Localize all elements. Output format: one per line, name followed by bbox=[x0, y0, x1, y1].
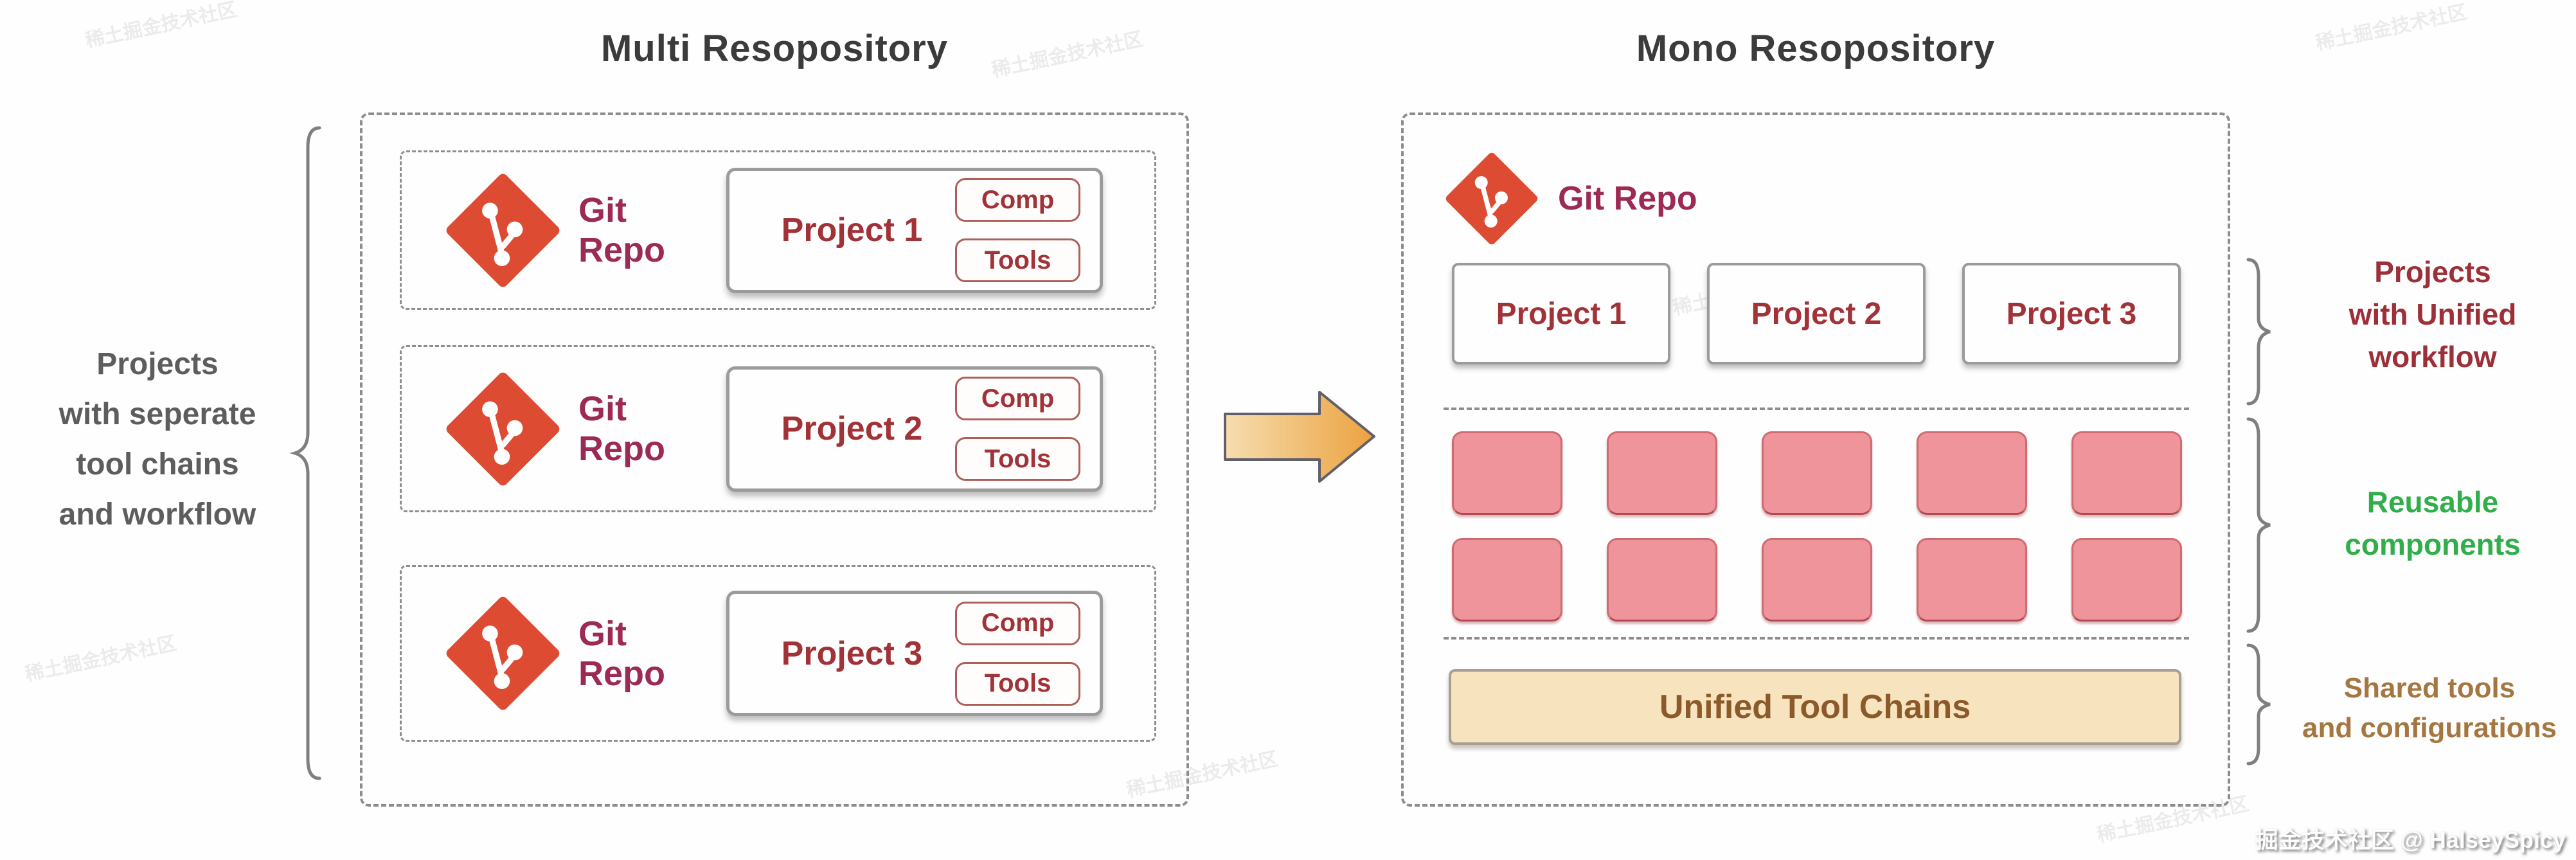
components-row-2 bbox=[1452, 538, 2182, 622]
note-line: Projects bbox=[96, 347, 219, 381]
note-line: with Unified bbox=[2348, 298, 2517, 331]
tools-tag: Tools bbox=[955, 661, 1080, 706]
components-row-1 bbox=[1452, 431, 2182, 515]
project-label: Project 3 bbox=[781, 634, 923, 672]
mono-repo-container: Git Repo Project 1 Project 2 Project 3 U… bbox=[1401, 112, 2230, 807]
comp-tag: Comp bbox=[955, 601, 1080, 645]
note-line: with seperate bbox=[58, 397, 256, 431]
component-box bbox=[1452, 538, 1562, 622]
note-line: Shared tools bbox=[2343, 672, 2516, 704]
project-box: Project 2 bbox=[1707, 263, 1926, 364]
tools-brace bbox=[2246, 643, 2271, 766]
comp-tag: Comp bbox=[955, 178, 1080, 222]
shared-tools-note: Shared tools and configurations bbox=[2283, 668, 2576, 748]
components-brace bbox=[2246, 417, 2271, 633]
note-line: workflow bbox=[2368, 340, 2497, 373]
watermark: 稀土掘金技术社区 bbox=[83, 0, 239, 52]
git-repo-label: Git Repo bbox=[578, 191, 665, 269]
component-box bbox=[1917, 431, 2027, 515]
project-box: Project 1 Comp Tools bbox=[726, 167, 1103, 293]
dashed-separator bbox=[1444, 637, 2189, 640]
unified-toolchains-bar: Unified Tool Chains bbox=[1449, 669, 2181, 745]
component-box bbox=[1762, 538, 1872, 622]
multi-repo-container: Git Repo Project 1 Comp Tools Git bbox=[360, 112, 1189, 807]
project-label: Project 1 bbox=[781, 211, 923, 249]
note-line: and configurations bbox=[2302, 712, 2557, 744]
component-box bbox=[1607, 538, 1717, 622]
note-line: components bbox=[2345, 528, 2521, 561]
watermark: 稀土掘金技术社区 bbox=[22, 632, 179, 686]
project-box: Project 3 bbox=[1962, 263, 2181, 364]
note-line: and workflow bbox=[58, 497, 256, 532]
git-icon bbox=[1445, 152, 1538, 245]
note-line: tool chains bbox=[76, 447, 239, 481]
note-line: Reusable bbox=[2366, 485, 2499, 519]
repo-box-1: Git Repo Project 1 Comp Tools bbox=[400, 150, 1156, 310]
project-label: Project 2 bbox=[781, 410, 923, 447]
git-repo-label: Git Repo bbox=[578, 614, 665, 693]
unified-workflow-note: Projects with Unified workflow bbox=[2294, 251, 2571, 378]
tools-tag: Tools bbox=[955, 238, 1080, 282]
component-box bbox=[2071, 431, 2182, 515]
project-box: Project 1 bbox=[1452, 263, 1670, 364]
repo-box-3: Git Repo Project 3 Comp Tools bbox=[400, 565, 1156, 742]
git-repo-label: Git Repo bbox=[578, 390, 665, 468]
project-box: Project 3 Comp Tools bbox=[726, 591, 1103, 716]
right-arrow-icon bbox=[1224, 391, 1375, 483]
tools-tag: Tools bbox=[955, 437, 1080, 481]
component-box bbox=[2071, 538, 2182, 622]
note-line: Projects bbox=[2374, 255, 2491, 289]
project-box: Project 2 Comp Tools bbox=[726, 366, 1103, 492]
git-icon bbox=[446, 174, 560, 287]
project-tags: Comp Tools bbox=[955, 601, 1080, 706]
projects-brace bbox=[2246, 258, 2271, 406]
repo-box-2: Git Repo Project 2 Comp Tools bbox=[400, 345, 1156, 512]
git-icon bbox=[446, 372, 560, 485]
git-repo-label: Git Repo bbox=[1558, 180, 1697, 217]
component-box bbox=[1607, 431, 1717, 515]
project-tags: Comp Tools bbox=[955, 178, 1080, 282]
watermark: 稀土掘金技术社区 bbox=[2313, 1, 2469, 55]
mono-repo-title: Mono Resopository bbox=[1636, 28, 1996, 69]
multi-repo-note: Projects with seperate tool chains and w… bbox=[26, 339, 289, 540]
left-brace bbox=[289, 126, 321, 780]
component-box bbox=[1762, 431, 1872, 515]
mono-projects-row: Project 1 Project 2 Project 3 bbox=[1452, 263, 2181, 364]
dashed-separator bbox=[1444, 408, 2189, 410]
comp-tag: Comp bbox=[955, 377, 1080, 420]
git-icon bbox=[446, 596, 560, 710]
multi-repo-title: Multi Resopository bbox=[600, 28, 949, 69]
project-tags: Comp Tools bbox=[955, 377, 1080, 481]
component-box bbox=[1917, 538, 2027, 622]
component-box bbox=[1452, 431, 1562, 515]
mono-git-header: Git Repo bbox=[1444, 150, 1697, 247]
credit-watermark: 掘金技术社区 @ HalseySpicy bbox=[2255, 827, 2566, 853]
reusable-components-note: Reusable components bbox=[2294, 481, 2571, 566]
